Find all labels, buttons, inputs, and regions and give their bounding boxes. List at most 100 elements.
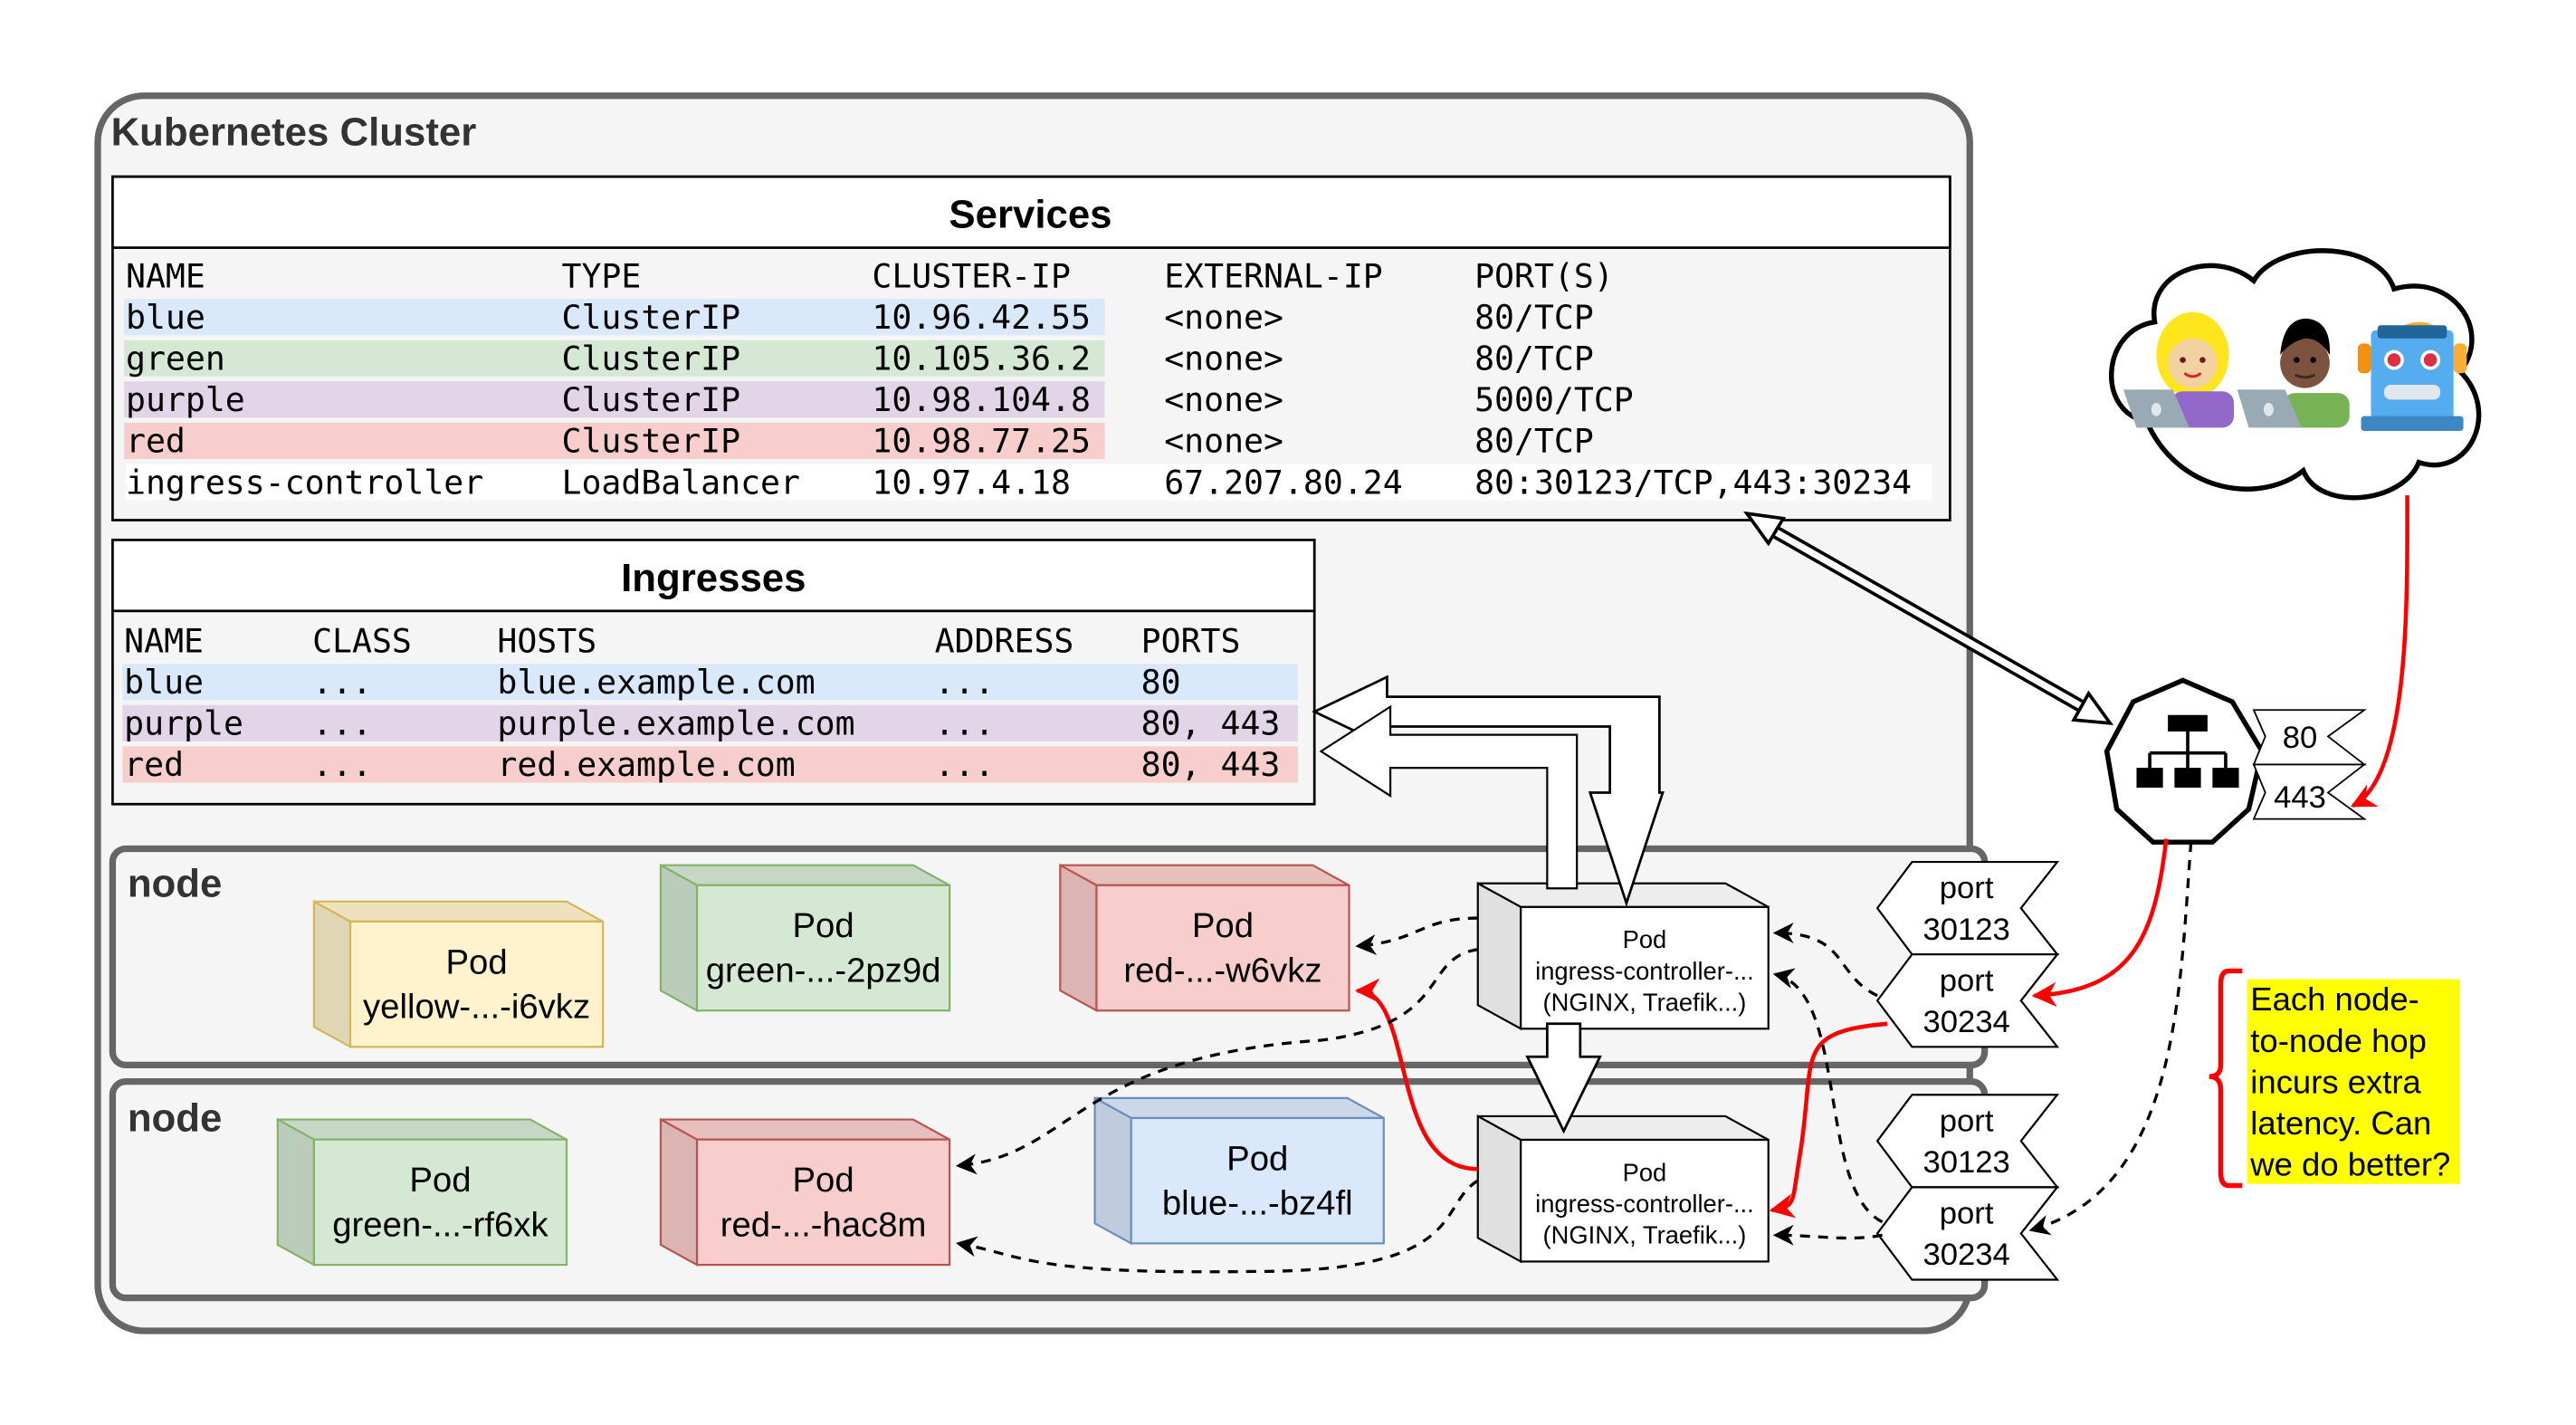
ingresses-header-hosts: HOSTS: [497, 621, 596, 660]
pod-label: blue-...-bz4fl: [1162, 1184, 1353, 1223]
services-cell-ports: 80/TCP: [1474, 340, 1594, 378]
note-line: Each node-: [2250, 980, 2419, 1018]
services-cell-external_ip: <none>: [1164, 340, 1283, 378]
services-cell-name: ingress-controller: [126, 463, 483, 502]
load-balancer-icon: [2104, 677, 2265, 845]
services-cell-ports: 80/TCP: [1474, 422, 1594, 461]
services-cell-cluster_ip: 10.97.4.18: [872, 463, 1071, 502]
services-cell-name: purple: [126, 380, 245, 419]
pod-green-node2[interactable]: Pod green-...-rf6xk: [276, 1117, 568, 1267]
ingresses-cell-address: ...: [935, 663, 995, 702]
pod-label: Pod: [1226, 1139, 1288, 1178]
red-arrow-cloud-to-lb: [2350, 495, 2409, 808]
node-1-label: node: [128, 861, 223, 905]
port-number: 30123: [1922, 913, 2009, 947]
services-cell-external_ip: <none>: [1164, 298, 1283, 337]
dashed-controller2-to-red-pod2: [955, 1179, 1479, 1274]
pod-label: Pod: [1623, 925, 1667, 953]
dashed-controller1-to-red-pod1: [1355, 916, 1478, 955]
pod-label: (NGINX, Traefik...): [1543, 1221, 1747, 1249]
services-row: purple ClusterIP 10.98.104.8 <none> 5000/TCP: [124, 380, 1634, 419]
services-header-ports: PORT(S): [1474, 256, 1614, 295]
ingresses-cell-name: red: [124, 745, 184, 784]
services-cell-name: green: [126, 340, 225, 378]
services-cell-ports: 5000/TCP: [1474, 380, 1634, 419]
ingresses-row: blue...blue.example.com...80: [122, 663, 1298, 702]
lb-port-80-label: 80: [2283, 721, 2318, 755]
ingresses-cell-class: ...: [312, 663, 372, 702]
services-cell-ports: 80/TCP: [1474, 298, 1594, 337]
lb-service-link: [1743, 511, 2114, 726]
ingresses-cell-ports: 80, 443: [1141, 745, 1281, 784]
ingresses-cell-class: ...: [312, 704, 372, 743]
ingresses-cell-name: blue: [124, 663, 204, 702]
dashed-port-30123-to-controller1: [1772, 923, 1878, 998]
lb-port-443: 443: [2252, 763, 2367, 820]
services-cell-type: ClusterIP: [561, 422, 740, 461]
ingresses-cell-address: ...: [935, 745, 995, 784]
services-header-external_ip: EXTERNAL-IP: [1164, 256, 1383, 295]
services-cell-external_ip: <none>: [1164, 422, 1283, 461]
ingresses-cell-address: ...: [935, 704, 995, 743]
man-technologist-icon: [2237, 318, 2350, 428]
services-cell-cluster_ip: 10.98.104.8: [872, 380, 1091, 419]
dashed-controller1-to-red-pod2: [955, 948, 1478, 1175]
note-background: [2247, 979, 2460, 1184]
services-cell-type: ClusterIP: [561, 380, 740, 419]
services-title: Services: [949, 193, 1111, 237]
ingresses-title: Ingresses: [621, 556, 806, 600]
node-2-label: node: [128, 1095, 223, 1140]
services-cell-name: blue: [126, 298, 205, 337]
pod-label: Pod: [1192, 906, 1254, 945]
red-brace: [2209, 968, 2243, 1189]
robot-icon: [2357, 321, 2467, 432]
port-number: 30234: [1922, 1005, 2009, 1039]
ingress-controller-pod-node2[interactable]: Pod ingress-controller-... (NGINX, Traefik…: [1476, 1114, 1770, 1264]
note-line: incurs extra: [2250, 1063, 2421, 1100]
port-label: port: [1940, 1196, 1994, 1230]
ingresses-cell-hosts: red.example.com: [497, 745, 795, 784]
ingresses-row: purple...purple.example.com...80, 443: [122, 704, 1298, 743]
ingresses-cell-ports: 80: [1141, 663, 1181, 702]
red-arrow-node2-controller-to-red-pod: [1354, 978, 1478, 1172]
services-header-cluster_ip: CLUSTER-IP: [872, 256, 1071, 295]
ingresses-cell-ports: 80, 443: [1141, 704, 1281, 743]
services-cell-cluster_ip: 10.98.77.25: [872, 422, 1091, 461]
pod-label: ingress-controller-...: [1535, 1190, 1754, 1218]
services-row: ingress-controller LoadBalancer 10.97.4.18…: [125, 463, 1932, 502]
note-line: latency. Can: [2250, 1105, 2431, 1142]
pod-label: ingress-controller-...: [1535, 957, 1754, 985]
pod-label: green-...-2pz9d: [706, 951, 941, 990]
pod-blue-node2[interactable]: Pod blue-...-bz4fl: [1093, 1096, 1385, 1246]
services-cell-name: red: [126, 422, 186, 461]
ingresses-header-class: CLASS: [312, 621, 412, 660]
red-arrow-lb-to-node1-port: [2031, 838, 2169, 1008]
services-cell-external_ip: <none>: [1164, 380, 1283, 419]
load-balancer[interactable]: 80 443: [2104, 677, 2367, 845]
ingresses-cell-hosts: purple.example.com: [497, 704, 854, 743]
note-line: we do better?: [2249, 1146, 2450, 1183]
port-number: 30123: [1922, 1145, 2009, 1180]
services-cell-type: LoadBalancer: [561, 463, 799, 502]
lb-port-443-label: 443: [2274, 780, 2326, 815]
wide-arrow-to-ingress-red: [1319, 704, 1579, 890]
black-dashed-lb-to-node2-port: [2028, 842, 2193, 1236]
pod-label: Pod: [409, 1161, 471, 1200]
pod-label: green-...-rf6xk: [332, 1205, 549, 1244]
pod-label: red-...-hac8m: [720, 1205, 927, 1244]
pod-label: Pod: [1623, 1158, 1667, 1186]
